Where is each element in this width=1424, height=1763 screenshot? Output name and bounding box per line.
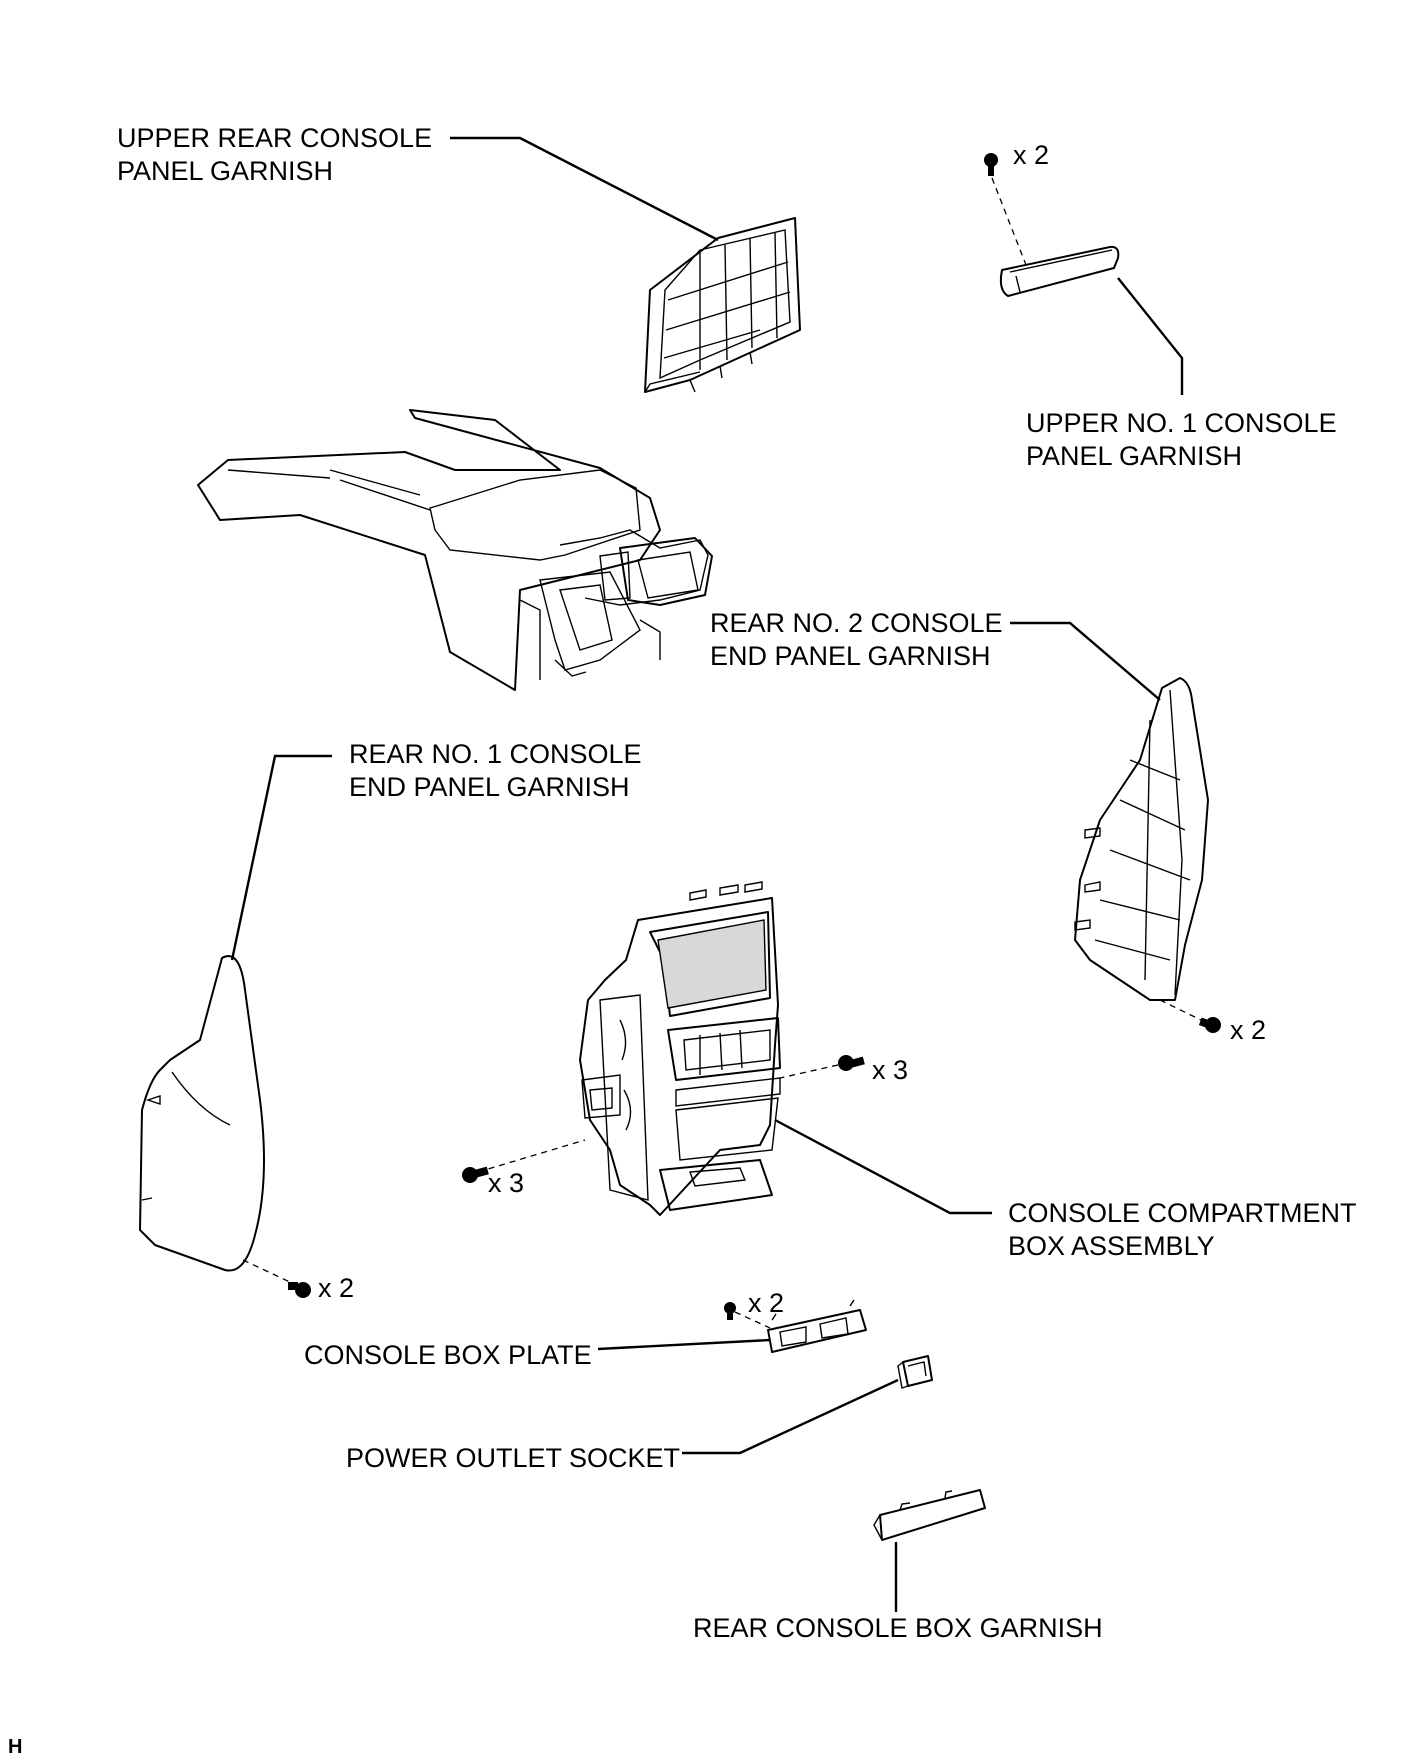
label-line-2: PANEL GARNISH [117,156,334,186]
label-console-box-plate: CONSOLE BOX PLATE [304,1340,592,1370]
upper-rear-console-panel-garnish-part [644,217,801,393]
rear-no2-console-end-panel-garnish-part [1074,677,1209,1001]
rear-no1-screw-icon [288,1282,311,1298]
plate-screw-icon [724,1302,736,1320]
label-line-1: UPPER REAR CONSOLE [117,123,433,153]
corner-mark: H [8,1736,23,1758]
qty-box-left-screws: x 3 [488,1168,525,1198]
rear-no2-screw-icon [1198,1017,1221,1033]
console-box-plate-part [767,1299,867,1353]
label-upper-rear-console-panel-garnish: UPPER REAR CONSOLE PANEL GARNISH [117,122,432,188]
console-compartment-box-leader [774,1118,992,1215]
label-line-2: END PANEL GARNISH [710,641,991,671]
console-box-plate-leader [597,1338,771,1351]
qty-rear-no1-screws: x 2 [318,1273,355,1303]
label-rear-no2-console-end-panel-garnish: REAR NO. 2 CONSOLE END PANEL GARNISH [710,607,1003,673]
label-power-outlet-socket: POWER OUTLET SOCKET [346,1443,681,1473]
qty-box-right-screws: x 3 [872,1055,909,1085]
upper-no1-console-panel-garnish-part [999,245,1120,297]
label-rear-console-box-garnish: REAR CONSOLE BOX GARNISH [693,1613,1103,1643]
label-line-1: REAR NO. 1 CONSOLE [349,739,642,769]
box-left-screw-icon [462,1166,489,1183]
upper-no1-clip-icon [984,153,998,176]
rear-no1-console-leader [230,754,332,961]
label-upper-no1-console-panel-garnish: UPPER NO. 1 CONSOLE PANEL GARNISH [1026,407,1337,473]
qty-rear-no2-screws: x 2 [1230,1015,1267,1045]
console-body-part [197,409,713,691]
rear-no2-console-leader [1010,621,1161,701]
qty-plate-screws: x 2 [748,1288,785,1318]
console-compartment-box-assembly-part [579,881,781,1216]
upper-no1-console-leader [1117,277,1184,395]
upper-rear-console-leader [450,136,719,242]
box-right-screw-icon [838,1055,865,1071]
power-outlet-socket-leader [682,1378,899,1455]
label-line-2: PANEL GARNISH [1026,441,1243,471]
qty-upper-no1-clips: x 2 [1013,140,1050,170]
power-outlet-socket-part [897,1355,933,1389]
label-line-1: UPPER NO. 1 CONSOLE [1026,408,1337,438]
label-line-1: CONSOLE COMPARTMENT [1008,1198,1357,1228]
label-line-2: END PANEL GARNISH [349,772,630,802]
label-line-1: REAR NO. 2 CONSOLE [710,608,1003,638]
rear-console-box-garnish-part [873,1489,986,1541]
rear-no1-console-end-panel-garnish-part [139,955,265,1272]
label-rear-no1-console-end-panel-garnish: REAR NO. 1 CONSOLE END PANEL GARNISH [349,738,642,804]
label-line-2: BOX ASSEMBLY [1008,1231,1215,1261]
label-console-compartment-box-assembly: CONSOLE COMPARTMENT BOX ASSEMBLY [1008,1197,1357,1263]
